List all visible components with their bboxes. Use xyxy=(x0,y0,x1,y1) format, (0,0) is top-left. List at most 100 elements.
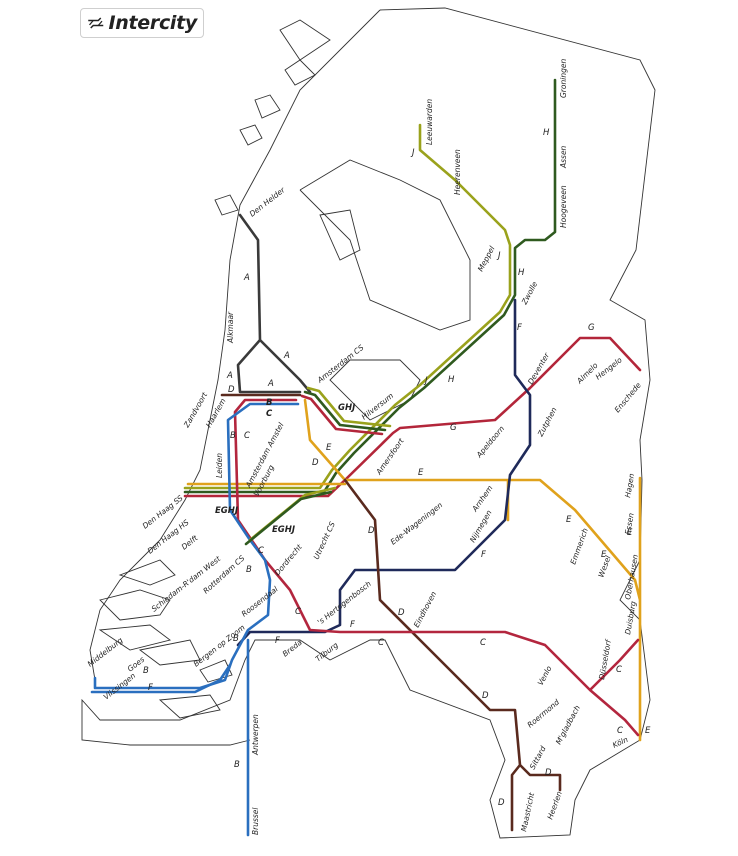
label-line-d-6: D xyxy=(545,768,552,778)
label-line-h-3: H xyxy=(543,128,550,138)
label-line-e-6: E xyxy=(645,726,651,736)
label-line-ghj: GHJ xyxy=(338,403,355,413)
line-b-zeeland-inner xyxy=(90,663,232,694)
station-leiden: Leiden xyxy=(215,453,224,478)
label-line-c-8: C xyxy=(617,726,623,736)
station-antwerpen: Antwerpen xyxy=(251,714,260,756)
station-arnhem: Arnhem xyxy=(470,484,495,514)
label-line-e-3: E xyxy=(566,515,572,525)
label-line-eghj-1: EGHJ xyxy=(215,506,238,516)
station-heerenveen: Heerenveen xyxy=(453,149,462,195)
label-line-f-2: F xyxy=(481,550,486,560)
label-line-e-1: E xyxy=(326,443,332,453)
line-j-route xyxy=(183,123,512,490)
label-line-e-2: E xyxy=(418,468,424,478)
label-line-b-6: B xyxy=(234,760,240,770)
label-line-d-7: D xyxy=(498,798,505,808)
station-ede-wageningen: Ede-Wageningen xyxy=(389,500,445,546)
label-line-h-1: H xyxy=(448,375,455,385)
station-haarlem: Haarlem xyxy=(204,397,228,429)
station-zutphen: Zutphen xyxy=(535,405,558,438)
label-line-c-6: C xyxy=(480,638,486,648)
label-line-g-2: G xyxy=(588,323,595,333)
label-line-b-1: B xyxy=(266,398,272,408)
station-mgladbach: M'gladbach xyxy=(554,704,582,746)
label-line-d-1: D xyxy=(228,385,235,395)
station-enschede: Enschede xyxy=(613,380,643,414)
line-ghj-amsterdam-branch xyxy=(303,390,387,432)
label-line-c-7: C xyxy=(616,665,622,675)
label-line-b-3: B xyxy=(246,565,252,575)
station-utrecht-cs: Utrecht CS xyxy=(312,520,337,561)
line-h-route xyxy=(183,78,557,494)
station-wesel: Wesel xyxy=(596,553,613,578)
station-alkmaar: Alkmaar xyxy=(226,311,235,344)
label-line-f-4: F xyxy=(275,636,280,646)
station-eindhoven: Eindhoven xyxy=(412,590,439,629)
line-g-route xyxy=(183,336,642,498)
line-d-route xyxy=(220,393,562,832)
station-meppel: Meppel xyxy=(476,244,497,273)
station-brussel: Brussel xyxy=(251,807,260,835)
station-zwolle: Zwolle xyxy=(519,280,539,307)
label-line-c-1: C xyxy=(266,409,273,419)
label-line-b-2: B xyxy=(230,431,236,441)
line-c-route xyxy=(233,398,640,737)
label-line-d-3: D xyxy=(368,526,375,536)
label-line-eghj-2: EGHJ xyxy=(272,525,295,535)
station-essen: Essen xyxy=(623,512,636,535)
label-line-d-4: D xyxy=(398,608,405,618)
station-hagen: Hagen xyxy=(623,473,636,499)
label-line-f-5: F xyxy=(148,683,153,693)
station-dusseldorf: Düsseldorf xyxy=(597,638,613,680)
station-middelburg: Middelburg xyxy=(86,635,125,668)
station-vlissingen: Vlissingen xyxy=(102,671,138,702)
station-den-helder: Den Helder xyxy=(248,185,288,219)
line-eghj-spur-h xyxy=(244,490,333,546)
station-assen: Assen xyxy=(559,145,568,169)
station-amsterdam-cs: Amsterdam CS xyxy=(315,343,366,385)
line-b-route xyxy=(93,402,300,837)
label-line-b-4: B xyxy=(233,634,239,644)
line-letter-labels: A A A A B C D B C GHJ E D G G H J J J H … xyxy=(143,128,651,808)
label-line-a-4: A xyxy=(267,379,274,389)
label-line-f-1: F xyxy=(517,323,522,333)
label-line-a-2: A xyxy=(283,351,290,361)
station-hoogeveen: Hoogeveen xyxy=(559,185,568,228)
label-line-h-2: H xyxy=(518,268,525,278)
label-line-c-4: C xyxy=(295,607,301,617)
label-line-d-5: D xyxy=(482,691,489,701)
label-line-f-3: F xyxy=(350,620,355,630)
line-a-route xyxy=(236,213,312,394)
station-amersfoort: Amersfoort xyxy=(374,436,407,477)
label-line-j-2: J xyxy=(410,148,415,158)
station-roermond: Roermond xyxy=(526,697,562,729)
station-sittard: Sittard xyxy=(528,744,548,771)
label-line-a-1: A xyxy=(243,273,250,283)
line-j-amsterdam-branch xyxy=(306,386,392,428)
station-heerlen: Heerlen xyxy=(545,790,564,821)
station-leeuwarden: Leeuwarden xyxy=(425,99,434,145)
station-roosendaal: Roosendaal xyxy=(240,584,281,619)
station-maastricht: Maastricht xyxy=(519,791,536,833)
label-line-c-2: C xyxy=(244,431,250,441)
station-emmerich: Emmerich xyxy=(568,527,590,566)
coastline xyxy=(81,7,656,839)
station-dordrecht: Dordrecht xyxy=(273,542,305,577)
station-delft: Delft xyxy=(180,533,201,552)
label-line-a-3: A xyxy=(226,371,233,381)
line-g-amsterdam-branch xyxy=(300,394,384,436)
station-venlo: Venlo xyxy=(536,664,554,687)
rail-lines xyxy=(90,78,642,837)
intercity-logo: Intercity xyxy=(80,8,204,38)
station-groningen: Groningen xyxy=(559,59,568,98)
label-line-j-1: J xyxy=(423,376,428,386)
ns-double-arrow-icon xyxy=(88,17,104,29)
label-line-d-2: D xyxy=(312,458,319,468)
station-labels: Den Helder Alkmaar Zandvoort Haarlem Lei… xyxy=(86,59,643,835)
label-line-b-5: B xyxy=(143,666,149,676)
label-line-j-3: J xyxy=(496,251,501,261)
label-line-e-4: E xyxy=(627,528,633,538)
label-line-c-5: C xyxy=(378,638,384,648)
